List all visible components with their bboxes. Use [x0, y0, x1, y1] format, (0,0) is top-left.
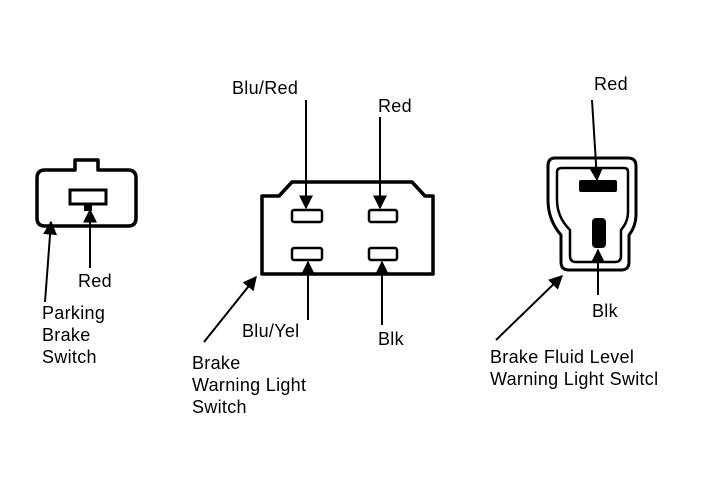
wire-red-label: Red [378, 96, 412, 116]
fluid-level-title-arrow [495, 275, 564, 341]
wire-blu-red-label: Blu/Red [232, 78, 299, 98]
brake-warning-switch-title: Brake Warning Light Switch [192, 353, 307, 417]
fluid-wire-red-arrow [589, 99, 604, 182]
fluid-wire-red-label: Red [594, 74, 628, 94]
fluid-wire-blk-label: Blk [592, 301, 618, 321]
wire-blk-label: Blk [378, 329, 404, 349]
wire-blu-yel-label: Blu/Yel [242, 321, 300, 341]
brake-warning-title-arrow [203, 275, 257, 343]
fluid-level-switch-title: Brake Fluid Level Warning Light Switcl [490, 347, 659, 389]
parking-wire-red-label: Red [78, 271, 112, 291]
parking-title-arrow [43, 220, 58, 303]
brake-warning-switch-connector [260, 180, 435, 276]
parking-brake-switch-connector [35, 158, 138, 228]
fluid-level-switch-connector [546, 156, 638, 272]
parking-brake-switch-title: Parking Brake Switch [42, 303, 106, 367]
